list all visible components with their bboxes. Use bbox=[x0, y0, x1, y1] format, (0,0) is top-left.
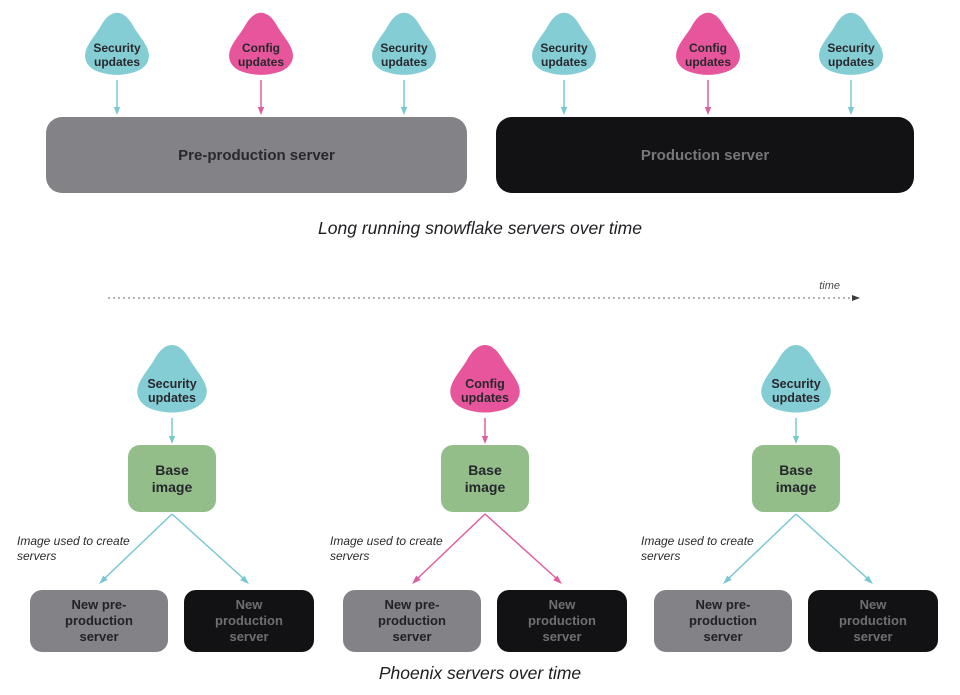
fan-out-arrows-icon bbox=[412, 513, 562, 584]
down-arrow-icon bbox=[257, 80, 265, 115]
update-label: Config updates bbox=[461, 376, 509, 406]
update-blob: Security updates bbox=[358, 10, 450, 117]
update-label: Security updates bbox=[147, 376, 197, 406]
down-arrow-icon bbox=[113, 80, 121, 115]
server-label: Pre-production server bbox=[178, 146, 335, 164]
blob-figure: Config updates bbox=[215, 10, 307, 80]
image-annotation: Image used to create servers bbox=[17, 534, 130, 563]
new-production-server-box: New production server bbox=[184, 590, 314, 652]
blob-shape-icon bbox=[372, 12, 436, 75]
phoenix-group: Security updates Base image New pre-prod… bbox=[12, 342, 332, 652]
snowflake-caption: Long running snowflake servers over time bbox=[318, 218, 642, 238]
update-label: Security updates bbox=[540, 40, 588, 70]
blob-figure: Config updates bbox=[662, 10, 754, 80]
new-production-server-box: New production server bbox=[808, 590, 938, 652]
update-label: Config updates bbox=[684, 40, 731, 70]
down-arrow-icon bbox=[168, 418, 176, 444]
production-server-box: Production server bbox=[496, 117, 914, 193]
update-label: Config updates bbox=[237, 40, 284, 70]
base-image-box: Base image bbox=[441, 445, 529, 512]
base-image-box: Base image bbox=[752, 445, 840, 512]
blob-figure: Security updates bbox=[120, 342, 224, 418]
blob-figure: Security updates bbox=[744, 342, 848, 418]
time-axis-arrow-icon bbox=[108, 295, 860, 301]
update-blob: Security updates bbox=[71, 10, 163, 117]
blob-figure: Security updates bbox=[358, 10, 450, 80]
image-annotation: Image used to create servers bbox=[641, 534, 754, 563]
update-blob: Config updates bbox=[662, 10, 754, 117]
base-image-box: Base image bbox=[128, 445, 216, 512]
blob-shape-icon bbox=[676, 12, 740, 75]
blob-shape-icon bbox=[761, 345, 831, 413]
blob-shape-icon bbox=[229, 12, 293, 75]
timeline: time bbox=[108, 280, 864, 303]
blob-shape-icon bbox=[819, 12, 883, 75]
blob-shape-icon bbox=[85, 12, 149, 75]
update-label: Security updates bbox=[827, 40, 875, 70]
server-row: New pre-production server New production… bbox=[30, 590, 314, 652]
server-row: New pre-production server New production… bbox=[343, 590, 627, 652]
down-arrow-icon bbox=[400, 80, 408, 115]
pre-production-server-box: Pre-production server bbox=[46, 117, 467, 193]
update-label: Security updates bbox=[93, 40, 141, 70]
image-annotation: Image used to create servers bbox=[330, 534, 443, 563]
blob-figure: Config updates bbox=[433, 342, 537, 418]
update-blob: Security updates bbox=[518, 10, 610, 117]
down-arrow-icon bbox=[481, 418, 489, 444]
new-production-server-box: New production server bbox=[497, 590, 627, 652]
update-blob: Config updates bbox=[215, 10, 307, 117]
server-row: New pre-production server New production… bbox=[654, 590, 938, 652]
blob-shape-icon bbox=[450, 345, 520, 413]
blob-shape-icon bbox=[137, 345, 207, 413]
down-arrow-icon bbox=[847, 80, 855, 115]
blob-figure: Security updates bbox=[805, 10, 897, 80]
down-arrow-icon bbox=[560, 80, 568, 115]
update-label: Security updates bbox=[380, 40, 428, 70]
phoenix-caption: Phoenix servers over time bbox=[378, 663, 582, 683]
fan-out-arrows-icon bbox=[99, 513, 249, 584]
update-blob: Security updates bbox=[805, 10, 897, 117]
fan-out-arrows-icon bbox=[723, 513, 873, 584]
phoenix-group: Security updates Base image New pre-prod… bbox=[636, 342, 956, 652]
new-pre-production-server-box: New pre-production server bbox=[30, 590, 168, 652]
new-pre-production-server-box: New pre-production server bbox=[654, 590, 792, 652]
blob-figure: Security updates bbox=[518, 10, 610, 80]
down-arrow-icon bbox=[704, 80, 712, 115]
down-arrow-icon bbox=[792, 418, 800, 444]
blob-shape-icon bbox=[532, 12, 596, 75]
time-label: time bbox=[819, 280, 840, 292]
blob-figure: Security updates bbox=[71, 10, 163, 80]
server-label: Production server bbox=[640, 146, 770, 164]
update-label: Security updates bbox=[771, 376, 821, 406]
phoenix-group: Config updates Base image New pre-produc… bbox=[325, 342, 645, 652]
new-pre-production-server-box: New pre-production server bbox=[343, 590, 481, 652]
